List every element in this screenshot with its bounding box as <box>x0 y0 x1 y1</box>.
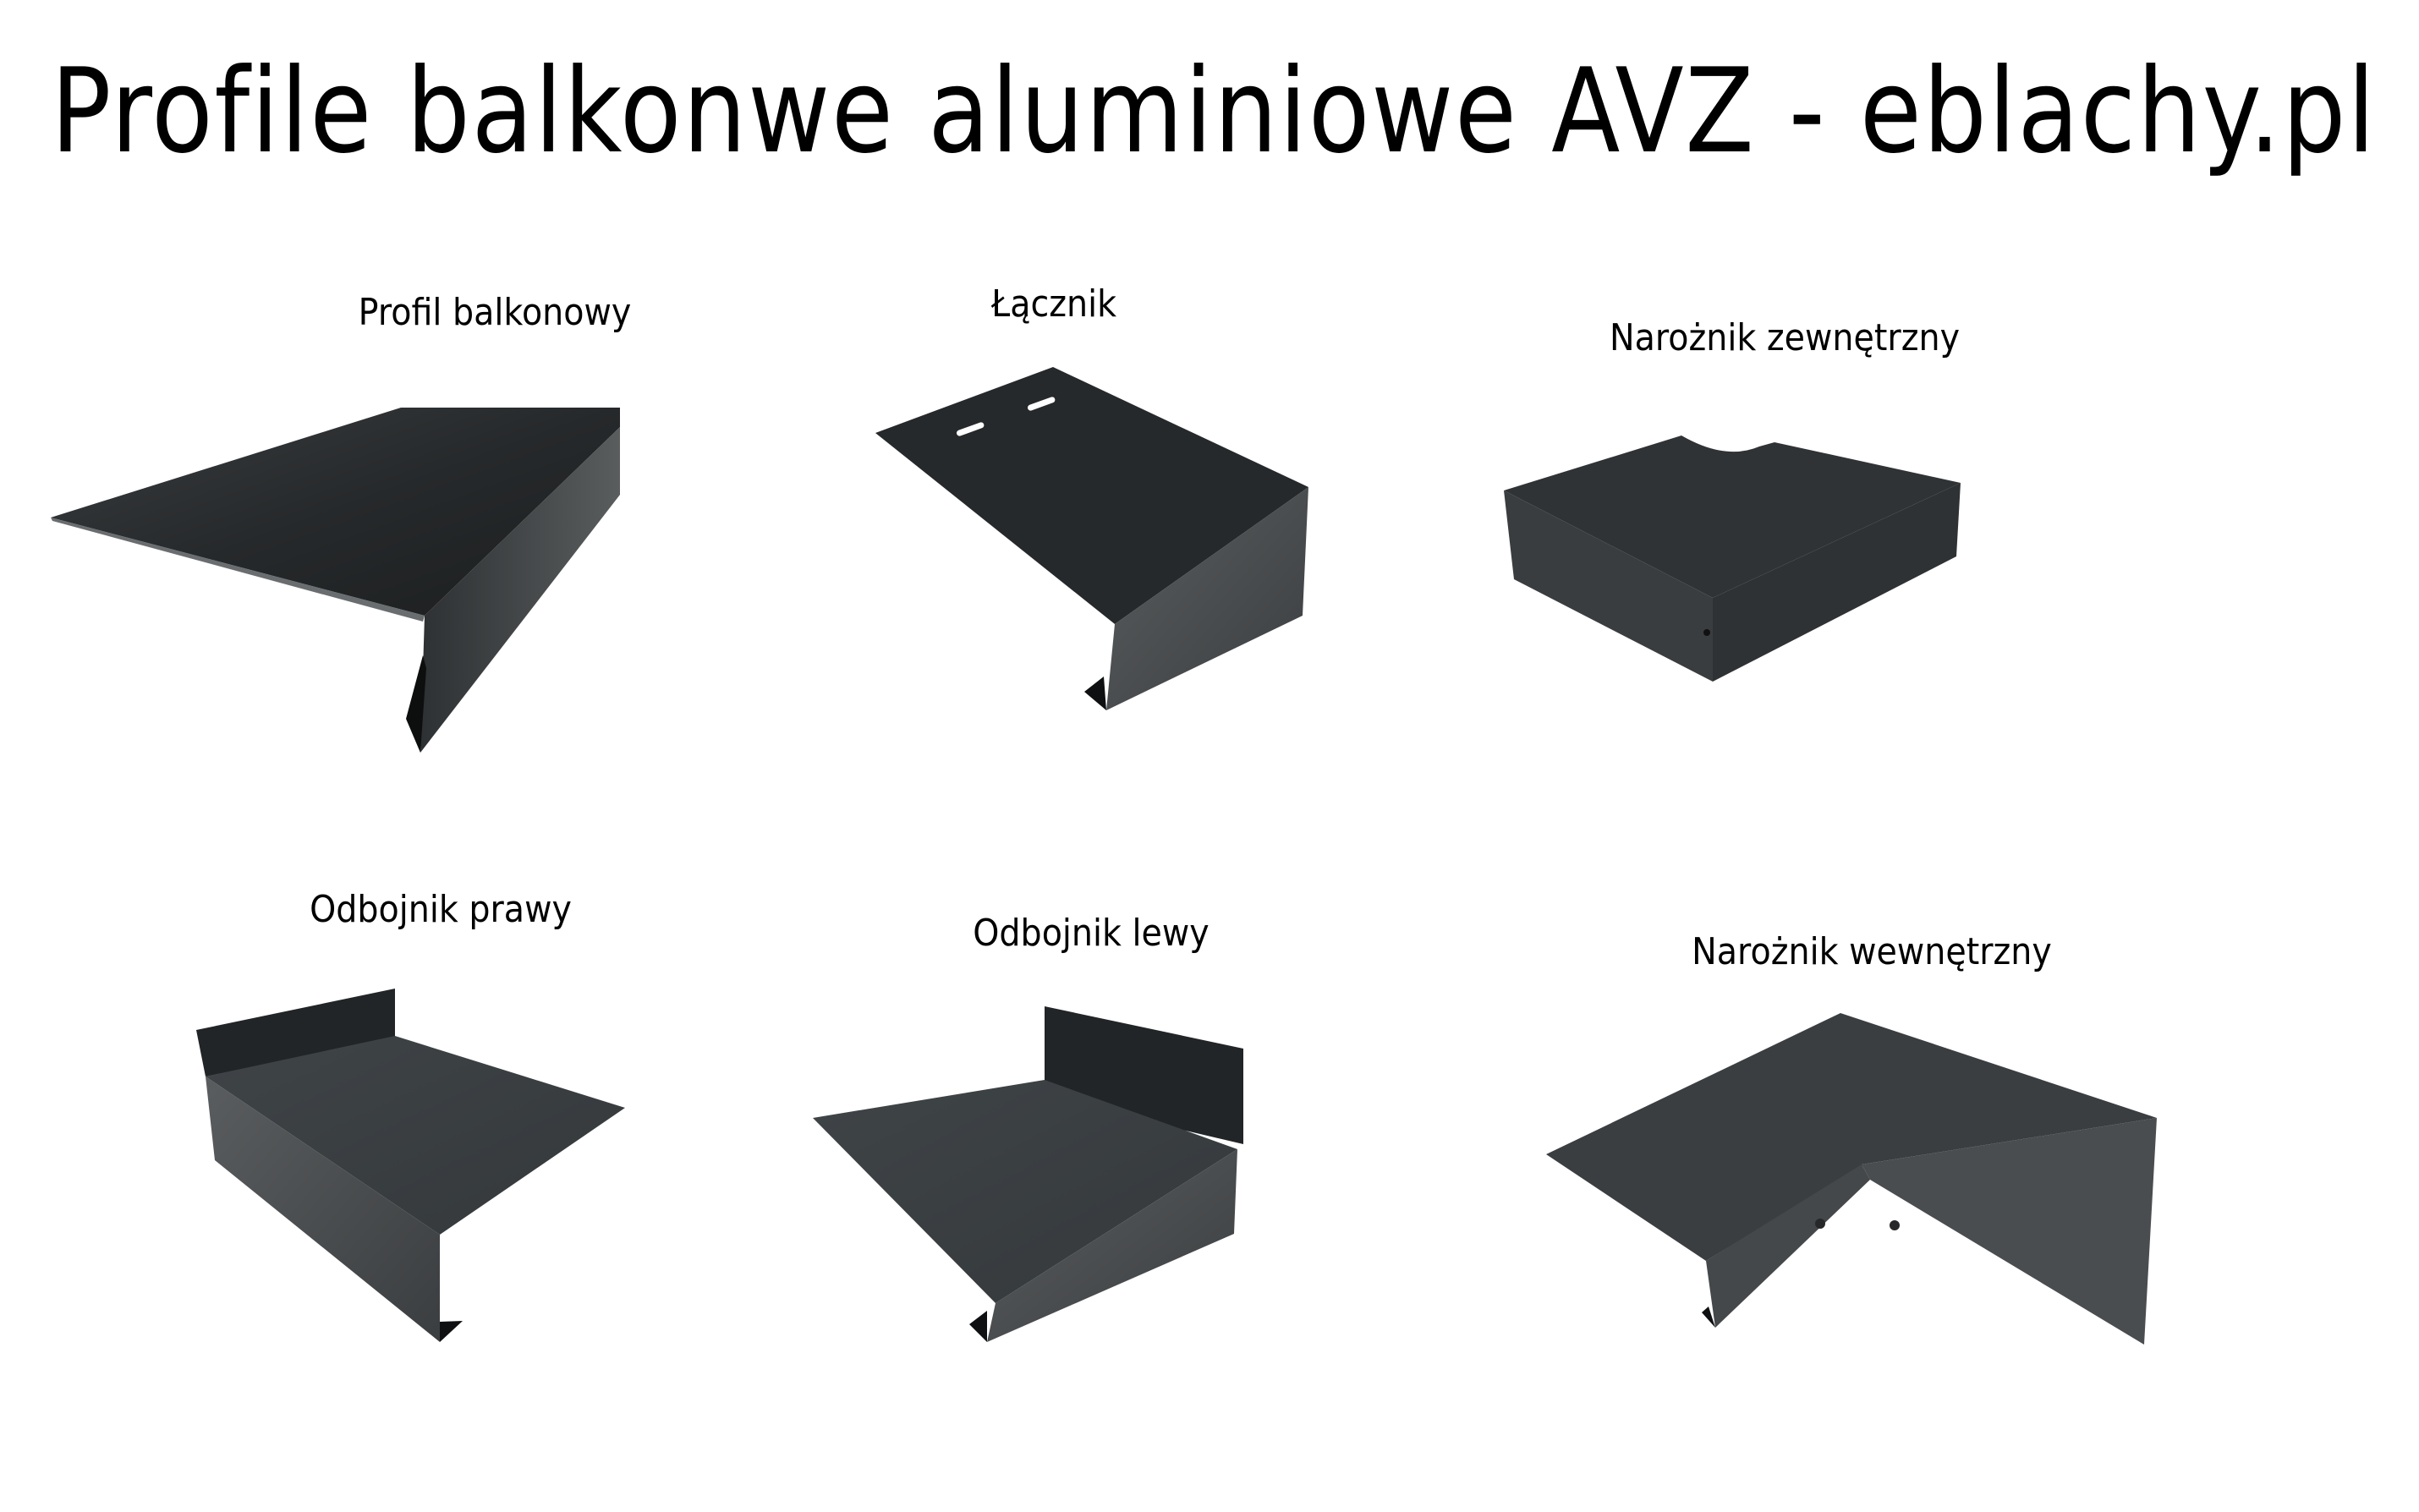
product-image-profil-balkonowy <box>51 408 620 753</box>
product-image-odbojnik-lewy <box>813 1006 1243 1342</box>
product-image-naroznik-wewnetrzny <box>1546 1013 2157 1345</box>
product-label-naroznik-zewnetrzny: Narożnik zewnętrzny <box>1609 316 1961 359</box>
product-image-naroznik-zewnetrzny <box>1504 436 1961 682</box>
product-label-odbojnik-lewy: Odbojnik lewy <box>973 912 1210 955</box>
product-label-odbojnik-prawy: Odbojnik prawy <box>310 888 572 931</box>
product-label-profil-balkonowy: Profil balkonowy <box>358 291 632 334</box>
product-image-odbojnik-prawy <box>196 989 625 1342</box>
product-image-lacznik <box>875 367 1308 710</box>
product-label-naroznik-wewnetrzny: Narożnik wewnętrzny <box>1692 930 2052 973</box>
page-title: Profile balkonwe aluminiowe AVZ - eblach… <box>51 43 2377 179</box>
product-label-lacznik: Łącznik <box>990 282 1117 326</box>
